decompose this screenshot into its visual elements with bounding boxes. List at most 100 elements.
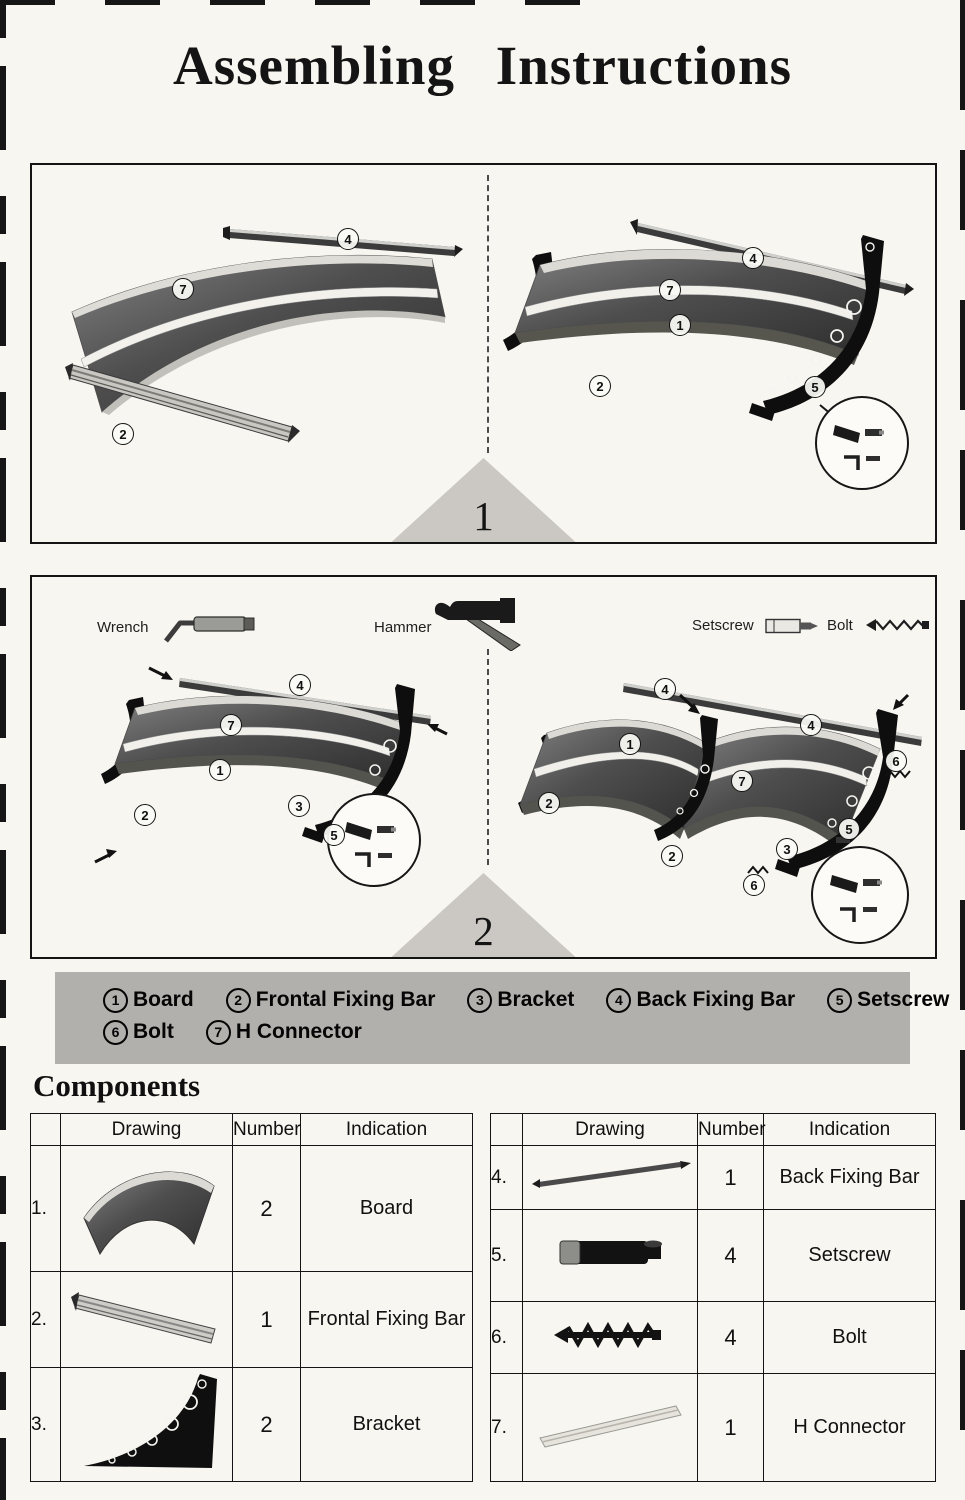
indication-header: Indication: [763, 1113, 936, 1146]
number-cell: 1: [697, 1373, 764, 1482]
component-row-setscrew: 5. 4 Setscrew: [490, 1209, 936, 1302]
callout-frontal-bar: 2: [538, 792, 560, 814]
board-shape: [114, 695, 406, 792]
callout-bracket: 3: [776, 838, 798, 860]
callout-frontal-bar: 2: [589, 375, 611, 397]
step1-panel: 4 7 2: [30, 163, 937, 544]
callout-bracket: 3: [288, 795, 310, 817]
callout-h-connector: 7: [731, 770, 753, 792]
number-header: Number: [697, 1113, 766, 1146]
number-cell: 1: [232, 1271, 301, 1368]
callout-bolt: 6: [743, 874, 765, 896]
drawing-cell: [60, 1145, 233, 1272]
component-row-bracket: 3. 2 Bracket: [30, 1367, 473, 1482]
number-cell: 4: [697, 1209, 764, 1302]
callout-board: 1: [669, 314, 691, 336]
wrench-label: Wrench: [97, 619, 149, 636]
callout-back-fixing-bar: 4: [654, 678, 676, 700]
drawing-header: Drawing: [60, 1113, 233, 1146]
indication-cell: Setscrew: [763, 1209, 936, 1302]
callout-board: 1: [619, 733, 641, 755]
index-header: [490, 1113, 523, 1146]
indication-cell: Board: [300, 1145, 473, 1272]
legend-item-frontal-fixing-bar: 2 Frontal Fixing Bar: [225, 987, 435, 1013]
number-cell: 1: [697, 1145, 764, 1210]
callout-h-connector: 7: [172, 278, 194, 300]
legend-item-board: 1 Board: [103, 987, 194, 1013]
exploded-parts-diagram: [65, 226, 463, 443]
setscrew-drawing: [559, 1240, 662, 1265]
legend-item-setscrew: 5 Setscrew: [827, 987, 949, 1013]
step2-number: 2: [473, 908, 494, 954]
row-index: 1.: [30, 1145, 61, 1272]
component-row-frontal-fixing-bar: 2. 1 Frontal Fixing Bar: [30, 1271, 473, 1368]
step2-panel: Wrench Hammer Setscrew Bolt: [30, 575, 937, 959]
circled-number: 7: [205, 1019, 231, 1045]
circled-number: 4: [606, 987, 632, 1013]
indication-header: Indication: [300, 1113, 473, 1146]
hammer-icon: [434, 598, 521, 651]
scan-edge-right: [960, 0, 965, 1500]
callout-bolt: 6: [885, 750, 907, 772]
direction-arrows: [678, 693, 910, 714]
indication-cell: Bracket: [300, 1367, 473, 1482]
circled-number: 1: [103, 987, 128, 1013]
circled-number: 2: [225, 987, 251, 1013]
row-index: 5.: [490, 1209, 523, 1302]
assembled-awning-diagram: [503, 219, 914, 490]
right-bracket-shape: [749, 235, 884, 421]
bolt-drawing: [553, 1321, 661, 1349]
callout-back-fixing-bar: 4: [742, 247, 764, 269]
wrench-icon: [164, 616, 255, 643]
drawing-cell: [522, 1301, 698, 1374]
indication-cell: Back Fixing Bar: [763, 1145, 936, 1210]
number-cell: 2: [232, 1367, 301, 1482]
callout-setscrew: 5: [804, 376, 826, 398]
board-shape: [514, 249, 873, 365]
legend-item-h-connector: 7 H Connector: [205, 1019, 362, 1045]
drawing-header: Drawing: [522, 1113, 698, 1146]
callout-back-fixing-bar: 4: [337, 228, 359, 250]
scan-edge-top: [0, 0, 599, 5]
bolt-icon: [866, 619, 929, 631]
hammer-label: Hammer: [374, 619, 432, 636]
parts-legend: 1 Board 2 Frontal Fixing Bar 3 Bracket 4…: [55, 972, 949, 1064]
row-index: 6.: [490, 1301, 523, 1374]
drawing-cell: [60, 1367, 233, 1482]
component-row-h-connector: 7. 1 H Connector: [490, 1373, 936, 1482]
step1-number: 1: [473, 493, 494, 539]
detail-circle: [815, 396, 909, 490]
single-awning-diagram: [94, 666, 448, 887]
components-table-left: Drawing Number Indication 1. 2 Board 2.: [30, 1113, 473, 1482]
bracket-drawing: [83, 1374, 217, 1468]
right-board-shape: [683, 726, 881, 849]
legend-item-bolt: 6 Bolt: [103, 1019, 174, 1045]
component-row-back-fixing-bar: 4. 1 Back Fixing Bar: [490, 1145, 936, 1210]
components-table-right: Drawing Number Indication 4. 1 Back Fixi…: [490, 1113, 936, 1482]
drawing-cell: [522, 1209, 698, 1302]
components-heading: Components: [33, 1068, 201, 1103]
callout-h-connector: 7: [659, 279, 681, 301]
number-cell: 2: [232, 1145, 301, 1272]
legend-label: H Connector: [235, 1020, 362, 1043]
callout-back-fixing-bar: 4: [289, 674, 311, 696]
legend-item-back-fixing-bar: 4 Back Fixing Bar: [606, 987, 796, 1013]
legend-label: Bolt: [133, 1020, 174, 1043]
board-drawing: [82, 1171, 215, 1256]
setscrew-icon: [765, 618, 818, 634]
legend-label: Back Fixing Bar: [636, 988, 796, 1011]
scan-edge-left: [0, 0, 6, 1500]
legend-row-1: 1 Board 2 Frontal Fixing Bar 3 Bracket 4…: [103, 984, 949, 1016]
bolt-label: Bolt: [827, 617, 853, 634]
legend-row-2: 6 Bolt 7 H Connector: [103, 1016, 910, 1048]
double-awning-diagram: [518, 683, 922, 944]
circled-number: 6: [103, 1019, 128, 1045]
callout-setscrew: 5: [838, 818, 860, 840]
setscrew-label: Setscrew: [692, 617, 754, 634]
callout-board: 1: [209, 759, 231, 781]
callout-frontal-bar: 2: [134, 804, 156, 826]
middle-bracket-shape: [654, 715, 718, 841]
index-header: [30, 1113, 61, 1146]
legend-label: Board: [133, 988, 194, 1011]
